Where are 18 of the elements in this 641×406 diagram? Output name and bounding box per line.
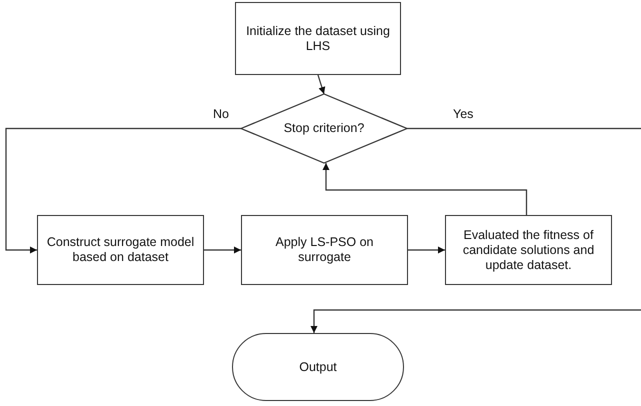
process-box [37, 215, 204, 285]
node-text: Construct surrogate model based on dataset [46, 235, 196, 265]
node-text: Apply LS-PSO on surrogate [274, 235, 374, 265]
arrow [317, 74, 326, 94]
arrow [204, 246, 241, 254]
arrow [310, 128, 641, 333]
arrow [5, 128, 241, 254]
node-text: Evaluated the fitness of candidate solutions and update dataset. [462, 228, 596, 272]
node-text: Initialize the dataset using LHS [245, 24, 391, 54]
process-box [235, 2, 401, 75]
process-box [241, 215, 408, 285]
edge-label: No [211, 106, 231, 120]
arrow [408, 246, 445, 254]
node-text: Output [299, 360, 337, 374]
node-text: Stop criterion? [284, 121, 364, 136]
edge-label: Yes [451, 106, 476, 120]
arrow [322, 163, 528, 215]
process-box [445, 215, 612, 285]
